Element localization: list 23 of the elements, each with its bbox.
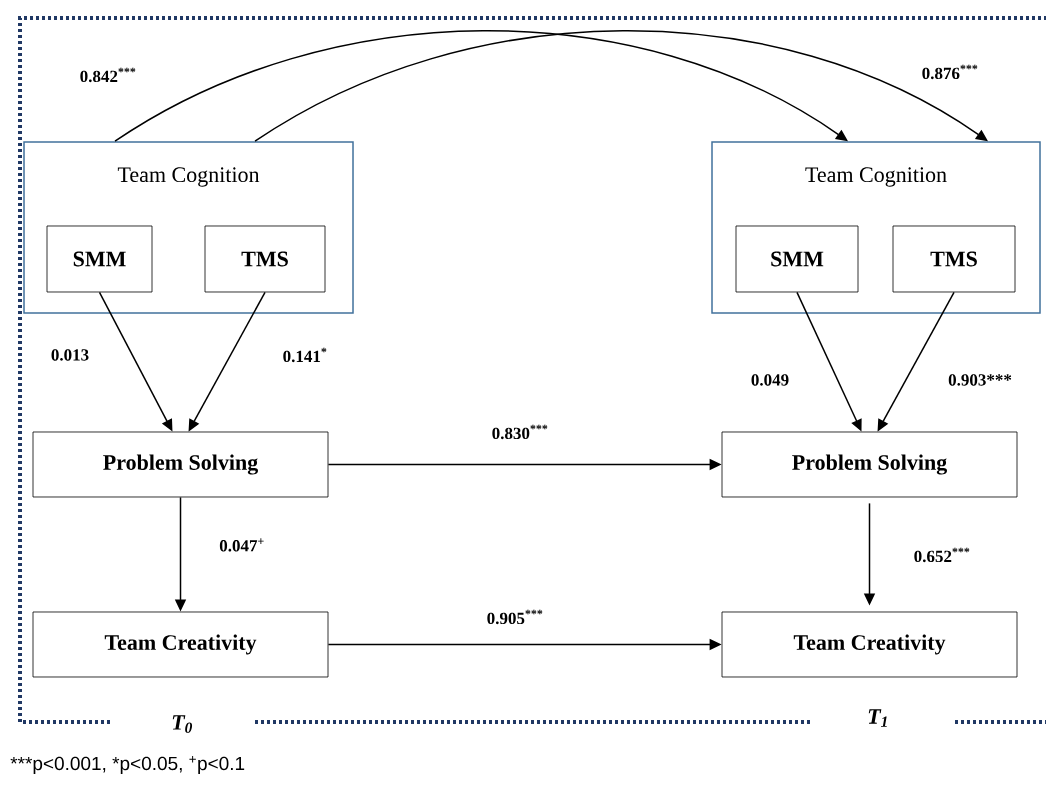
arrow <box>254 29 988 142</box>
edge-label: 0.830$^{***}$ <box>490 423 550 441</box>
variable-box: SMM <box>46 225 153 293</box>
variable-box: TMS <box>204 225 326 293</box>
variable-box: SMM <box>735 225 859 293</box>
edge-label: 0.141$^{*}$ <box>281 346 329 364</box>
edge-label: 0.652$^{***}$ <box>912 546 972 564</box>
edge-label: 0.903*** <box>947 373 1013 387</box>
edge-label: 0.842$^{***}$ <box>78 66 138 84</box>
time-label: T$_{1}$ <box>868 709 887 727</box>
caption: ***p<0.001, *p<0.05, $^{+}$p<0.1 <box>10 756 245 774</box>
edge-label: 0.905$^{***}$ <box>485 608 545 626</box>
time-label: T$_{0}$ <box>172 715 193 733</box>
construct-box: Problem Solving <box>721 431 1018 498</box>
construct-box: Team Creativity <box>721 611 1018 678</box>
edge-label: 0.013 <box>49 348 91 362</box>
edge-label: 0.876$^{***}$ <box>920 63 980 81</box>
arrow <box>114 29 848 142</box>
construct-box: Team Creativity <box>32 611 329 678</box>
edge-label: 0.049 <box>749 373 791 387</box>
variable-box: TMS <box>892 225 1016 293</box>
construct-box: Problem Solving <box>32 431 329 498</box>
edge-label: 0.047$^{+}$ <box>218 537 266 553</box>
